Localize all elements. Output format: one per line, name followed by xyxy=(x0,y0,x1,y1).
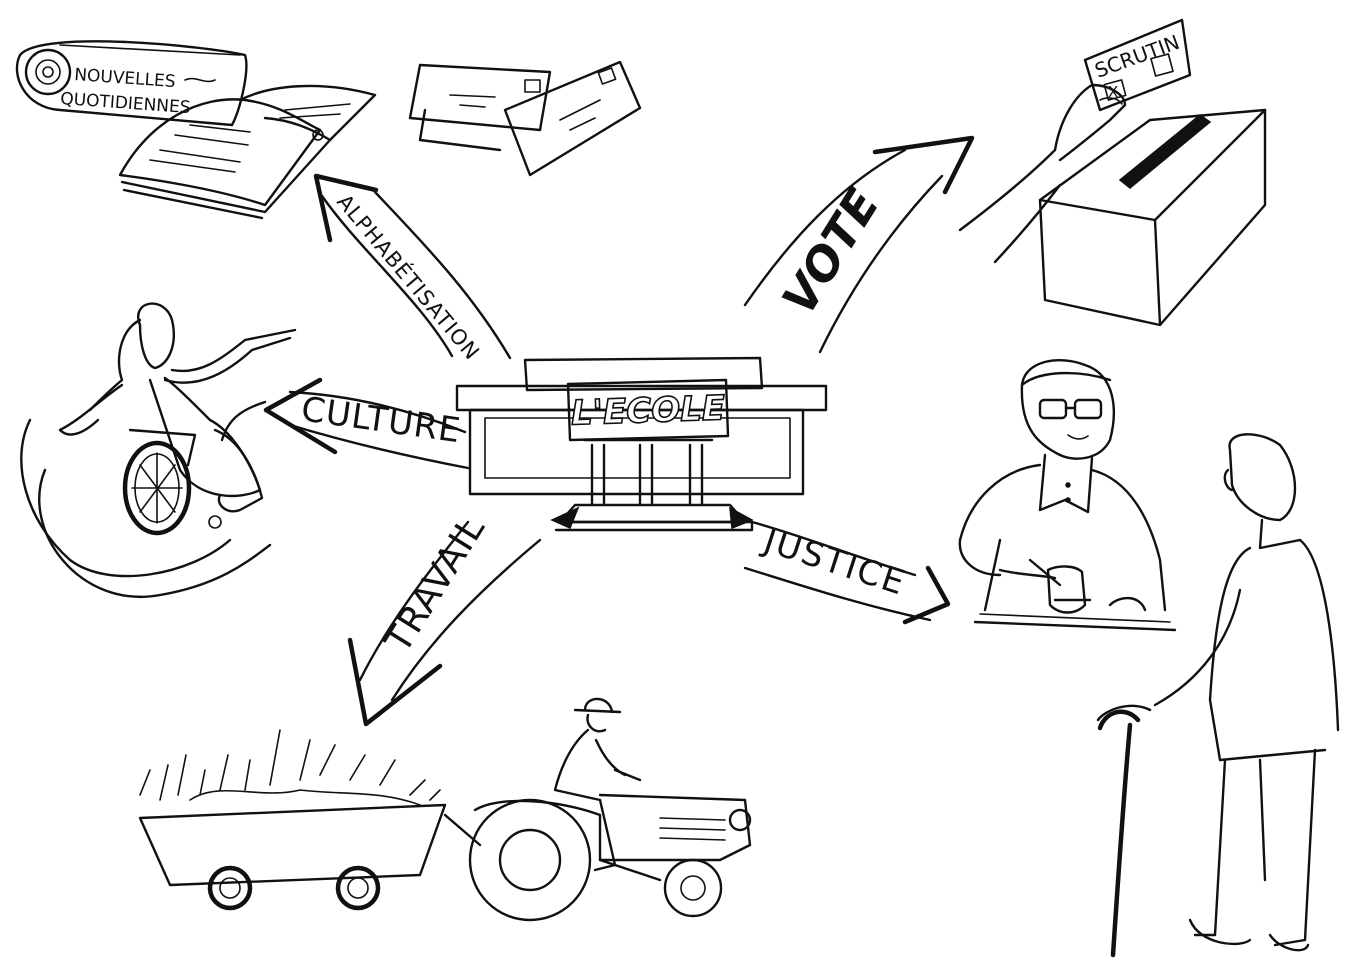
dancer-in-wheelchair xyxy=(21,304,295,597)
arrow-justice: JUSTICE xyxy=(745,520,948,622)
newspaper-scroll: NOUVELLES QUOTIDIENNES xyxy=(17,41,246,125)
ballot-box xyxy=(1040,110,1265,325)
arrow-work-label: TRAVAIL xyxy=(377,509,493,661)
school-building xyxy=(457,358,826,530)
arrow-justice-label: JUSTICE xyxy=(757,520,911,604)
school-sign-label: L'ECOLE xyxy=(570,388,725,433)
arrow-work: TRAVAIL xyxy=(350,509,540,724)
ballot-paper: SCRUTIN X xyxy=(1085,20,1190,110)
arrow-culture: CULTURE xyxy=(266,380,468,468)
envelopes xyxy=(410,62,640,175)
arrow-literacy: ALPHABÉTISATION xyxy=(316,176,510,365)
newspaper-title-line1: NOUVELLES xyxy=(74,65,177,92)
judge xyxy=(960,360,1175,630)
arrow-vote: VOTE xyxy=(745,138,972,352)
tractor-trailer xyxy=(140,699,750,920)
arrow-culture-label: CULTURE xyxy=(299,389,464,451)
arrow-vote-label: VOTE xyxy=(772,179,890,324)
old-man-with-cane xyxy=(1098,434,1338,955)
arrow-literacy-label: ALPHABÉTISATION xyxy=(332,189,485,365)
newspaper-title-line2: QUOTIDIENNES xyxy=(60,89,191,118)
